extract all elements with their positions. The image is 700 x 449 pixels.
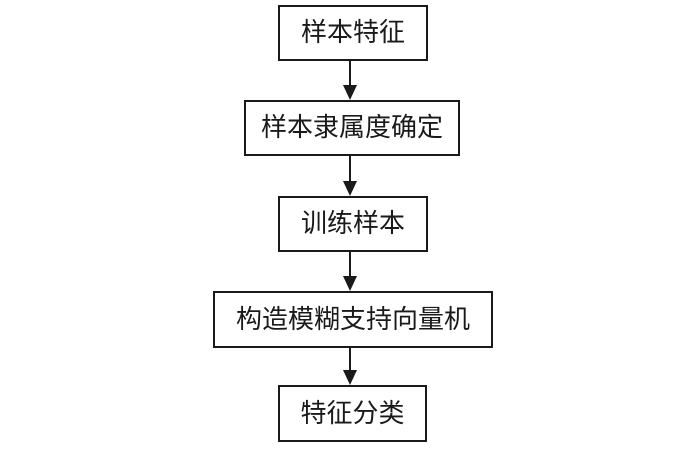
node-label: 训练样本: [300, 209, 405, 238]
node-label: 特征分类: [300, 398, 405, 428]
flow-arrow-1: [343, 61, 357, 100]
arrow-line: [349, 252, 351, 280]
arrowhead-down-icon: [343, 370, 357, 385]
arrow-line: [349, 156, 351, 185]
flow-arrow-2: [343, 156, 357, 196]
flowchart-node-sample-features: 样本特征: [278, 5, 428, 61]
arrow-line: [349, 348, 351, 374]
flowchart-node-feature-classification: 特征分类: [278, 385, 427, 442]
flowchart-node-training-samples: 训练样本: [278, 196, 428, 252]
flowchart-node-membership-determination: 样本隶属度确定: [244, 100, 460, 156]
node-label: 样本隶属度确定: [260, 113, 443, 142]
flowchart-node-construct-fuzzy-svm: 构造模糊支持向量机: [213, 291, 493, 348]
arrowhead-down-icon: [343, 276, 357, 291]
node-label: 样本特征: [300, 18, 405, 47]
arrow-line: [349, 61, 351, 89]
flow-arrow-4: [343, 348, 357, 385]
flow-arrow-3: [343, 252, 357, 291]
node-label: 构造模糊支持向量机: [235, 304, 470, 334]
arrowhead-down-icon: [343, 181, 357, 196]
arrowhead-down-icon: [343, 85, 357, 100]
